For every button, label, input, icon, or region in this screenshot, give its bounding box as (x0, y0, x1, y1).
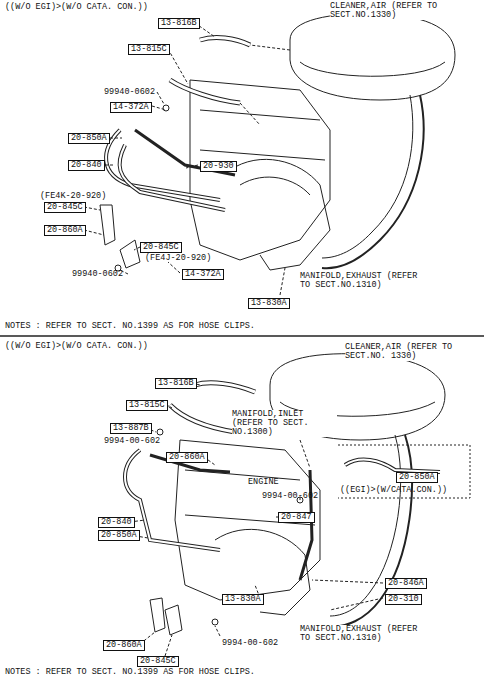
callout-number: 20-846A (385, 578, 427, 589)
note-text: ((W/O EGI)>(W/O CATA. CON.)) (5, 3, 148, 12)
callout-number: 20-845C (44, 202, 86, 213)
callout-number: 20-310 (385, 594, 422, 605)
callout-number: 13-816B (158, 18, 200, 29)
callout-number: 14-372A (110, 102, 152, 113)
callout-number: 20-845C (137, 656, 179, 667)
part-name: MANIFOLD,EXHAUST (REFER TO SECT.NO.1310) (300, 272, 425, 290)
note-text: ((EGI)>(W/CATA.CON.)) (340, 486, 447, 495)
note-text: 9994-00-602 (104, 437, 160, 446)
note-text: ENGINE (248, 478, 279, 487)
callout-number: 14-372A (182, 269, 224, 280)
callout-number: 13-815C (128, 44, 170, 55)
note-text: ((W/O EGI)>(W/O CATA. CON.)) (5, 342, 148, 351)
callout-number: 20-860A (103, 640, 145, 651)
callout-number: 13-830A (222, 594, 264, 605)
part-name: CLEANER,AIR (REFER TO SECT.NO. 1330) (345, 343, 465, 361)
callout-number: 20-840 (98, 517, 135, 528)
callout-number: 20-840 (68, 160, 105, 171)
callout-number: 13-815C (126, 400, 168, 411)
callout-number: 20-850A (98, 530, 140, 541)
part-name: MANIFOLD,EXHAUST (REFER TO SECT.NO.1310) (300, 625, 425, 643)
callout-number: 20-860A (44, 225, 86, 236)
note-text: NOTES : REFER TO SECT. NO.1399 AS FOR HO… (5, 668, 255, 677)
note-text: 9994-00-602 (262, 492, 318, 501)
callout-number: 20-847 (278, 512, 315, 523)
note-text: (FE4K-20-920) (40, 192, 106, 201)
callout-number: 20-850A (396, 472, 438, 483)
part-name: CLEANER,AIR (REFER TO SECT.NO.1330) (330, 2, 450, 20)
note-text: 99940-0602 (104, 88, 155, 97)
callout-number: 13-887B (110, 423, 152, 434)
note-text: 99940-0602 (72, 270, 123, 279)
callout-number: 20-845C (140, 242, 182, 253)
callout-number: 20-850A (68, 133, 110, 144)
note-text: NOTES : REFER TO SECT. NO.1399 AS FOR HO… (5, 322, 255, 331)
callout-number: 13-816B (155, 378, 197, 389)
callout-number: 20-860A (166, 452, 208, 463)
part-name: MANIFOLD,INLET (REFER TO SECT. NO.1300) (232, 410, 337, 437)
note-text: (FE4J-20-920) (145, 254, 211, 263)
callout-number: 13-830A (248, 298, 290, 309)
callout-number: 20-930 (200, 161, 237, 172)
note-text: 9994-00-602 (222, 639, 278, 648)
